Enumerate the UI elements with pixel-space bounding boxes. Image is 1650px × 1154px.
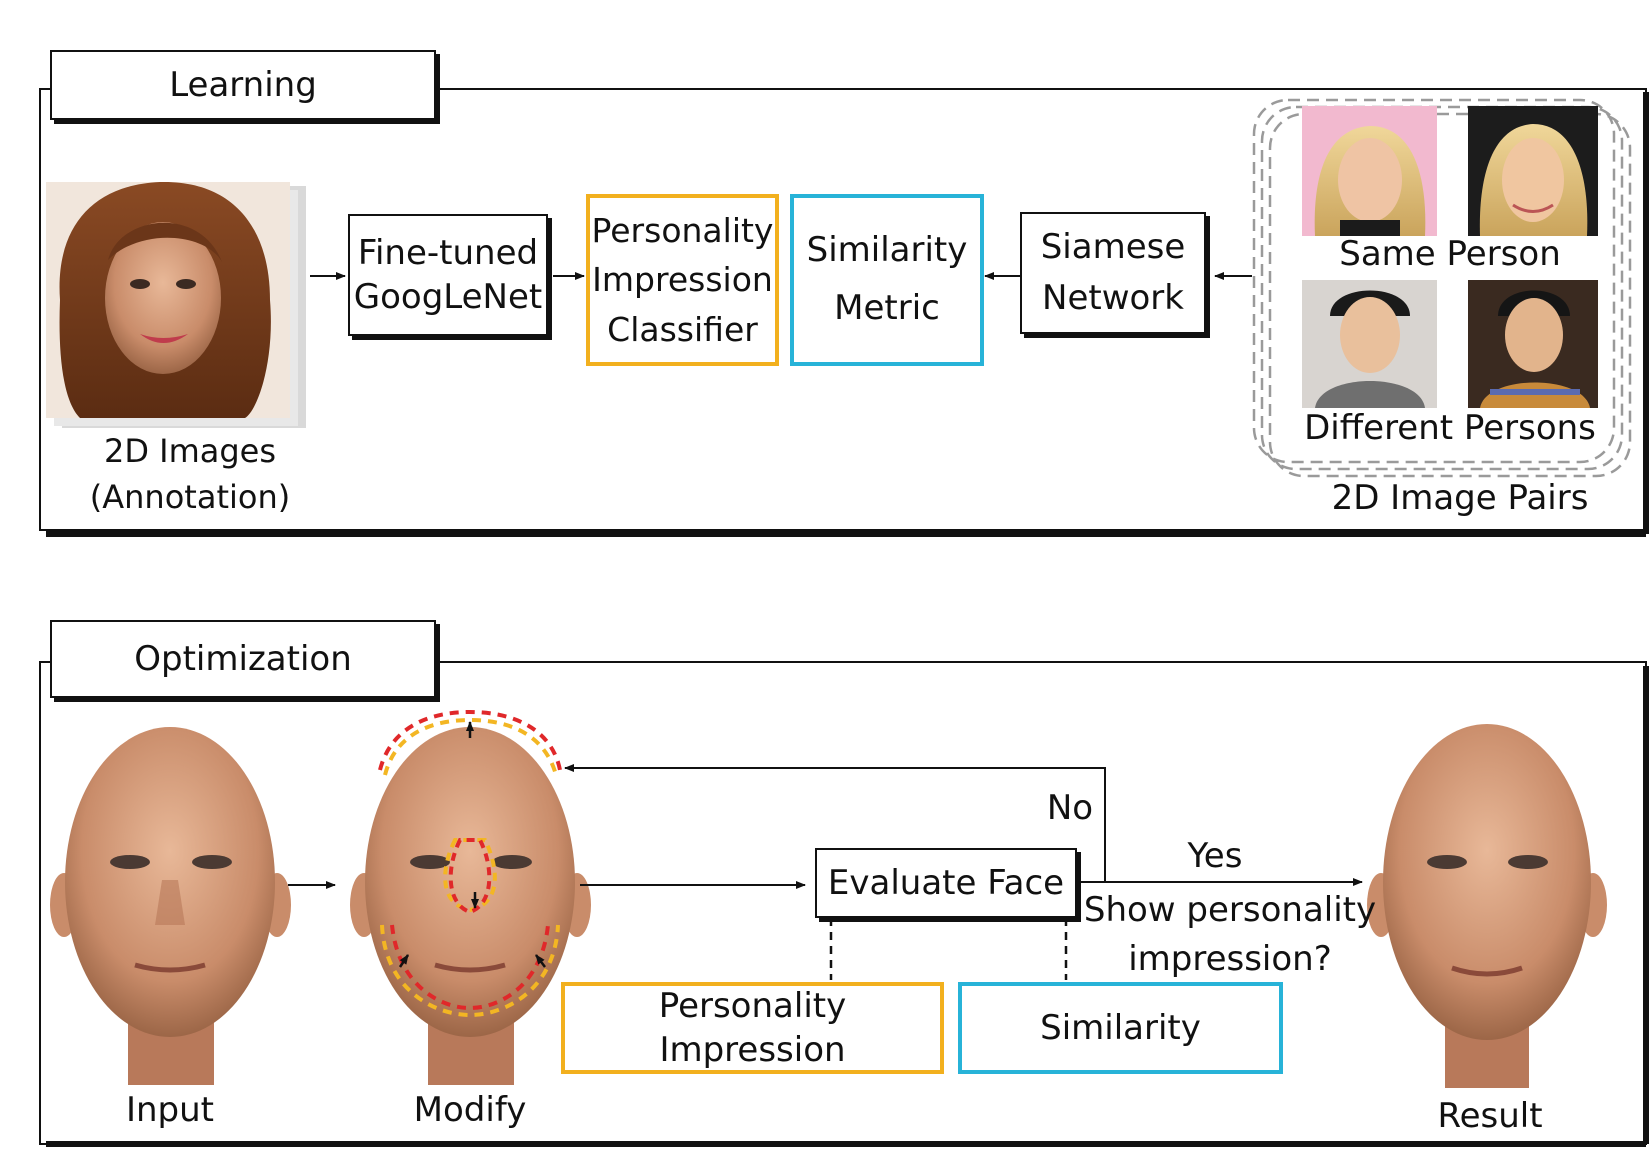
siamese-network-box: Siamese Network [1020,212,1206,334]
input-label: Input [125,1090,215,1130]
evaluate-face-text: Evaluate Face [827,862,1065,903]
same-person-photo-2 [1468,106,1598,236]
decision-question: Show personality impression? [1080,886,1380,985]
same-person-label: Same Person [1339,234,1561,274]
decision-question-line-1: Show personality [1083,890,1377,930]
personality-classifier-box: Personality Impression Classifier [586,194,779,366]
different-person-photo-2 [1468,280,1598,408]
image-pairs-group [1252,98,1632,478]
siamese-line-1: Siamese [1040,227,1186,267]
no-label: No [1046,788,1094,828]
personality-impression-text: Personality Impression [658,985,847,1070]
decision-question-line-2: impression? [1128,939,1332,980]
googlenet-line-2: GoogLeNet [353,277,543,317]
classifier-line-1: Personality [591,210,774,250]
learning-panel-title: Learning [50,50,436,120]
result-face [1367,724,1607,1088]
classifier-line-2: Impression [592,260,773,300]
learning-title-text: Learning [169,64,317,105]
input-face [50,727,291,1085]
optimization-title-text: Optimization [134,638,352,679]
image-pairs-caption: 2D Image Pairs [1331,478,1589,518]
annotation-caption: 2D Images (Annotation) [60,428,320,521]
annotation-image-stack [46,181,306,428]
modify-label: Modify [413,1090,527,1130]
similarity-metric-line-2: Metric [834,288,940,328]
different-persons-label: Different Persons [1304,408,1596,448]
same-person-photo-1 [1302,106,1437,236]
siamese-line-2: Network [1042,278,1184,318]
optimization-panel-title: Optimization [50,620,436,698]
personality-impression-box: Personality Impression [561,982,944,1074]
result-label: Result [1437,1096,1543,1136]
annotation-caption-line-1: 2D Images [103,432,277,470]
googlenet-line-1: Fine-tuned [357,232,539,273]
classifier-line-3: Classifier [607,309,758,349]
similarity-metric-box: Similarity Metric [790,194,984,366]
different-person-photo-1 [1302,280,1437,408]
optimization-arrows [288,764,1363,980]
yes-label: Yes [1187,836,1243,876]
annotation-caption-line-2: (Annotation) [89,478,291,517]
evaluate-face-box: Evaluate Face [815,848,1077,918]
similarity-text: Similarity [1040,1007,1201,1048]
googlenet-box: Fine-tuned GoogLeNet [348,214,548,336]
modify-face [350,709,591,1085]
similarity-box: Similarity [958,982,1283,1074]
similarity-metric-line-1: Similarity [806,230,968,271]
